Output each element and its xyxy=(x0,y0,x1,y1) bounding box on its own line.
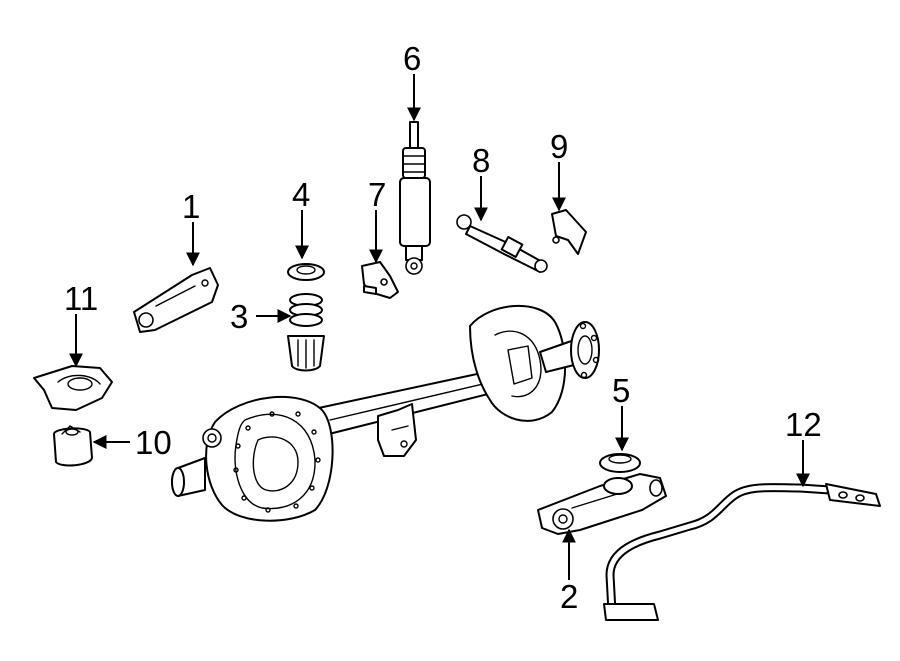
callout-number: 1 xyxy=(182,188,200,225)
callout-number: 2 xyxy=(560,578,578,615)
part-4-spring-insulator xyxy=(287,263,325,281)
callout-number: 6 xyxy=(403,40,421,77)
callout-10: 10 xyxy=(92,424,172,461)
callout-3: 3 xyxy=(230,298,292,335)
callout-9: 9 xyxy=(550,128,568,212)
part-8-track-bar xyxy=(456,214,548,273)
part-3-coil-spring xyxy=(287,293,325,372)
callout-2: 2 xyxy=(560,528,578,615)
callout-8: 8 xyxy=(472,142,490,222)
part-5-bumper xyxy=(599,453,641,473)
callout-number: 8 xyxy=(472,142,490,179)
part-9-track-bar-bracket xyxy=(551,209,587,255)
callout-1: 1 xyxy=(182,188,200,267)
callout-6: 6 xyxy=(403,40,421,122)
callout-number: 10 xyxy=(135,424,172,461)
part-12-stabilizer-bar xyxy=(603,483,881,621)
part-2-lower-control-arm xyxy=(537,473,667,535)
rear-axle-housing xyxy=(171,304,600,522)
callout-number: 12 xyxy=(785,406,822,443)
part-6-shock-absorber xyxy=(399,121,431,275)
part-11-stabilizer-bracket xyxy=(33,365,113,411)
callout-number: 11 xyxy=(64,280,98,317)
callout-7: 7 xyxy=(368,176,386,264)
callout-4: 4 xyxy=(292,176,310,260)
part-7-shock-bracket xyxy=(361,261,399,299)
callout-11: 11 xyxy=(64,280,98,368)
callout-number: 4 xyxy=(292,176,310,213)
callout-number: 5 xyxy=(612,372,630,409)
part-10-stabilizer-bushing xyxy=(53,425,93,467)
callout-12: 12 xyxy=(785,406,822,488)
callout-number: 9 xyxy=(550,128,568,165)
callout-5: 5 xyxy=(612,372,630,452)
callout-number: 3 xyxy=(230,298,248,335)
callout-number: 7 xyxy=(368,176,386,213)
part-1-upper-control-arm xyxy=(133,267,219,333)
